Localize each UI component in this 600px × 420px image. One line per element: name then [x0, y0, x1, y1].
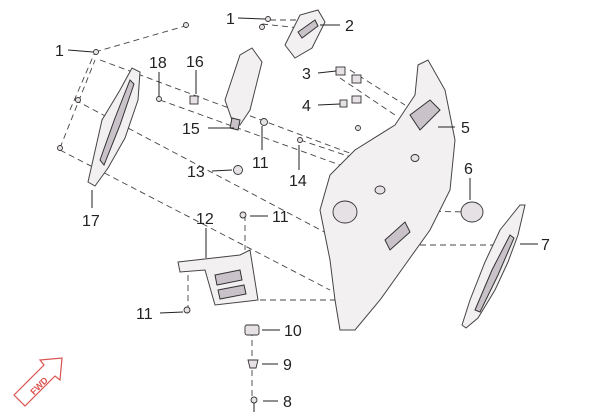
- screw-18: [156, 96, 162, 102]
- callout-2: 2: [345, 18, 354, 35]
- screw-1b: [93, 49, 99, 55]
- main-cowl-grommet-hole: [332, 200, 358, 224]
- callout-9: 9: [283, 357, 292, 374]
- fwd-arrow-icon: FWD: [13, 357, 63, 407]
- screw-1a: [183, 22, 189, 28]
- main-cowl-panel: [319, 59, 456, 331]
- callout-7: 7: [541, 237, 550, 254]
- callout-11-bottom: 11: [136, 306, 153, 323]
- spacer-10: [244, 324, 260, 336]
- leader-lines: [67, 17, 538, 402]
- left-trim-strip: [87, 67, 141, 187]
- nut-11c: [183, 306, 191, 314]
- clip-3a: [335, 66, 346, 76]
- callout-3: 3: [302, 66, 311, 83]
- screw-1c: [265, 16, 271, 22]
- callout-5: 5: [461, 120, 470, 137]
- nut-16: [189, 95, 199, 105]
- clip-bracket: [284, 9, 326, 59]
- callout-8: 8: [283, 394, 292, 411]
- washer-9: [247, 359, 259, 369]
- lower-bracket: [177, 249, 259, 306]
- callout-13: 13: [187, 164, 205, 181]
- callout-15: 15: [182, 121, 200, 138]
- callout-14: 14: [289, 173, 307, 190]
- grommet: [460, 201, 484, 223]
- callout-17: 17: [82, 213, 100, 230]
- callout-10: 10: [284, 323, 302, 340]
- callout-11-lower-bracket: 11: [272, 209, 289, 226]
- nut-4b: [351, 95, 362, 104]
- clip-3b: [351, 74, 362, 84]
- nut-4a: [339, 99, 348, 108]
- upper-bracket: [224, 47, 263, 131]
- callout-11-upper: 11: [252, 155, 269, 172]
- nut-11b: [239, 211, 247, 219]
- callout-18: 18: [149, 55, 167, 72]
- hardware: [57, 16, 362, 412]
- callout-16: 16: [186, 54, 204, 71]
- bolt-8: [250, 396, 258, 404]
- callout-12: 12: [196, 211, 214, 228]
- right-side-panel: [461, 204, 526, 329]
- grommet-13: [233, 165, 243, 175]
- callout-labels: 1 1 2 3 4 5 6 7 8 9 10 11 11 11 12 13 14…: [55, 11, 550, 411]
- nut-11a: [260, 118, 268, 126]
- callout-1a: 1: [55, 43, 64, 60]
- callout-4: 4: [302, 98, 311, 115]
- screw-14: [297, 137, 303, 143]
- callout-6: 6: [464, 161, 473, 178]
- callout-1b: 1: [226, 11, 235, 28]
